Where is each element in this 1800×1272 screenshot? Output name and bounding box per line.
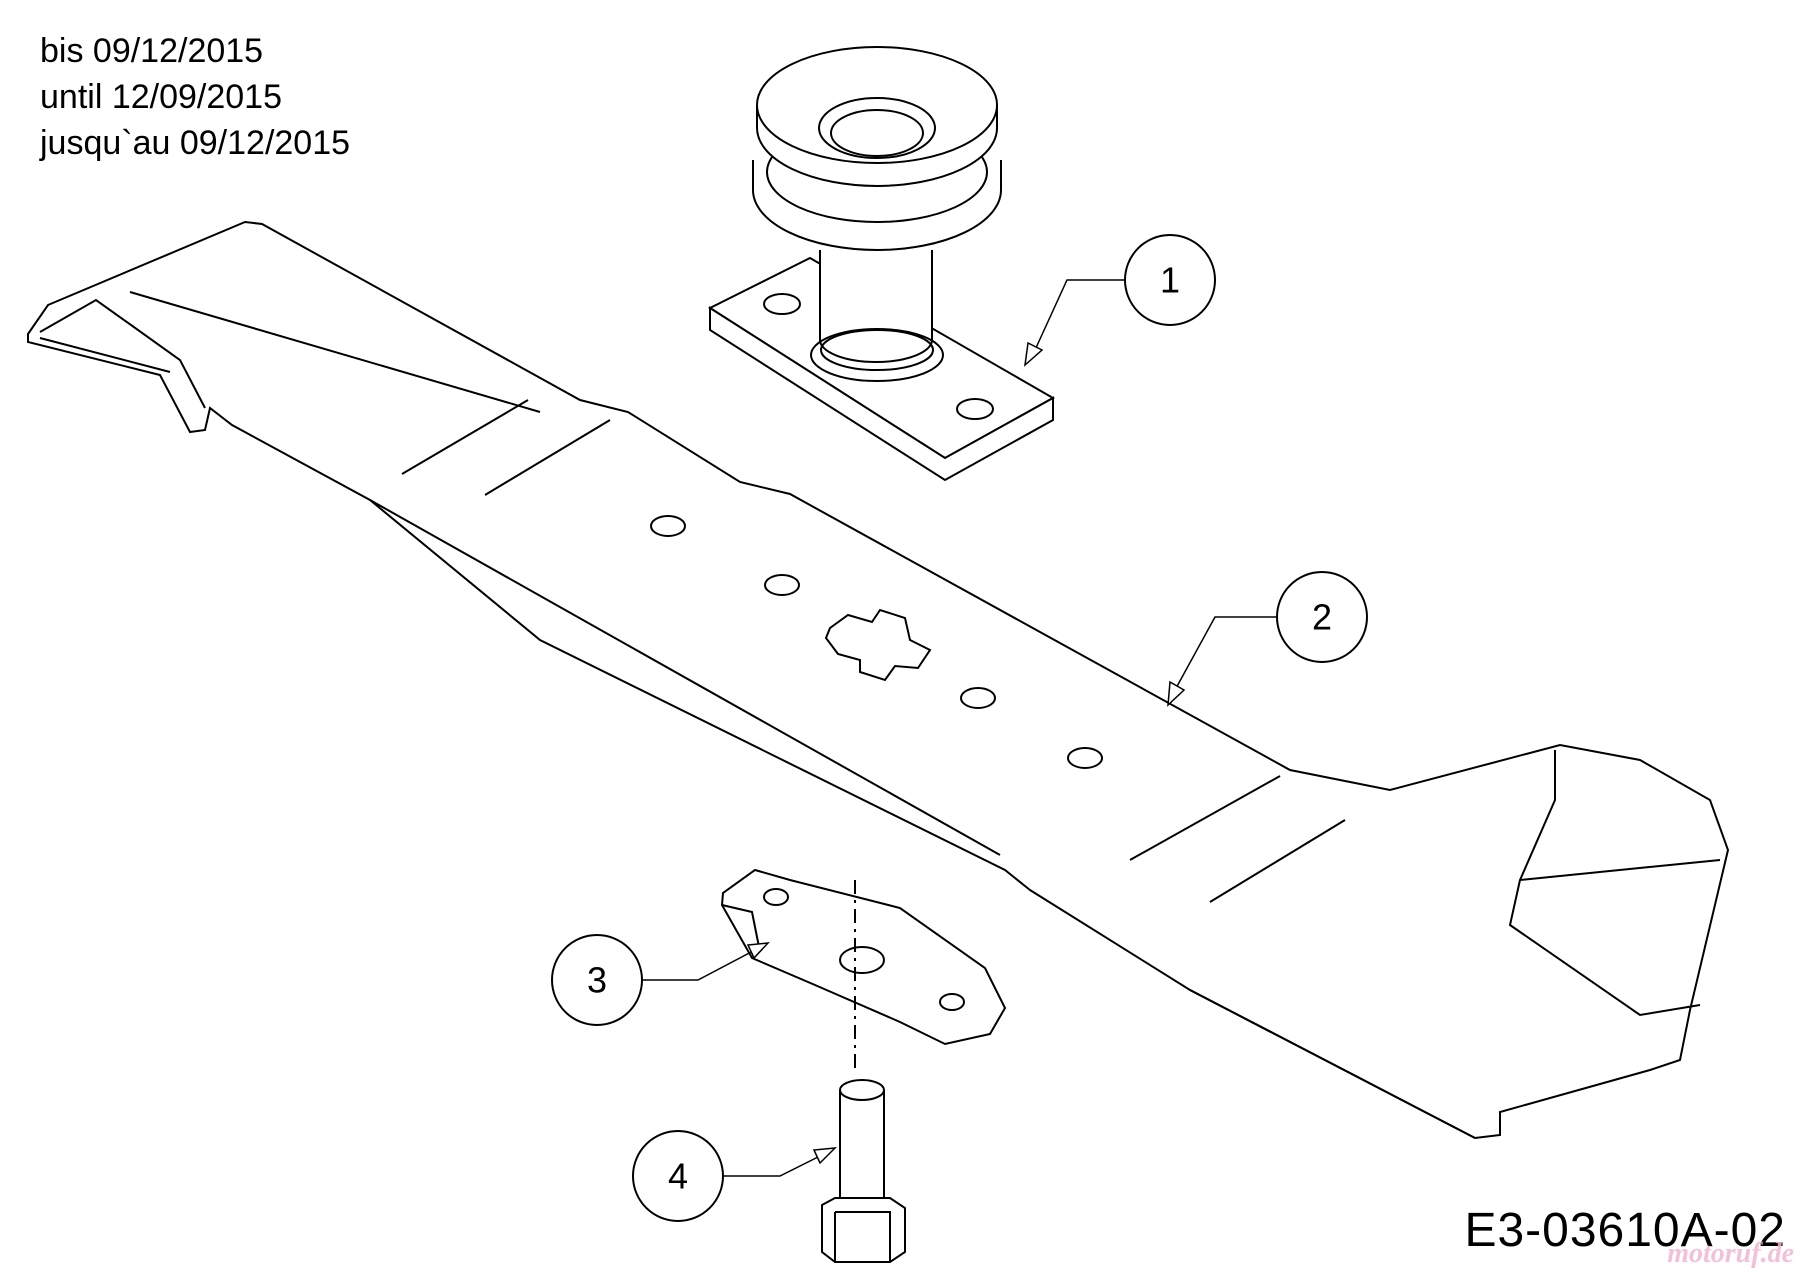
callout-1-number: 1	[1160, 260, 1180, 301]
callout-3[interactable]: 3	[551, 934, 770, 1026]
plate-hole-right	[956, 398, 994, 420]
blade-band-left-a	[401, 399, 529, 475]
drawing-code-label: E3-03610A-02	[1464, 1204, 1786, 1257]
blade-outline	[27, 220, 1730, 1140]
blade-band-right-a	[1129, 775, 1281, 861]
blade-hole-2	[764, 574, 800, 596]
callout-4[interactable]: 4	[632, 1130, 838, 1222]
callout-3-number: 3	[587, 960, 607, 1001]
callout-2-leader	[1174, 616, 1277, 691]
blade-right-lip	[1508, 750, 1701, 1017]
blade-bevel-left	[129, 291, 541, 413]
validity-line-fr: jusqu`au 09/12/2015	[40, 124, 351, 162]
blade-hole-3	[960, 687, 996, 709]
validity-line-de: bis 09/12/2015	[40, 32, 264, 70]
spindle-base-plate-edge	[709, 306, 1054, 482]
pulley-hub-outer	[818, 97, 936, 159]
blade-band-right-b	[1209, 819, 1346, 903]
watermark-logo: motoruf.de	[1667, 1238, 1794, 1269]
blade-hole-1	[650, 515, 686, 537]
callout-4-number: 4	[668, 1156, 688, 1197]
spindle-collar-inner	[820, 329, 934, 371]
bolt-head	[821, 1197, 906, 1263]
callout-2-arrowhead	[1167, 680, 1186, 707]
callout-3-leader	[642, 949, 756, 981]
adapter-plate-edge	[721, 904, 761, 953]
callout-4-arrowhead	[812, 1147, 838, 1165]
blade-right-edge	[1189, 989, 1476, 1139]
blade-bevel-right	[1519, 859, 1721, 881]
validity-date-block: bis 09/12/2015 until 12/09/2015 jusqu`au…	[40, 28, 350, 166]
blade-hole-4	[1067, 747, 1103, 769]
blade-adapter-plate-drawing[interactable]	[720, 868, 1007, 1070]
callout-2[interactable]: 2	[1167, 571, 1368, 707]
blade-left-lip	[39, 298, 206, 409]
blade-lower-edge	[369, 499, 1001, 856]
callout-2-number: 2	[1312, 597, 1332, 638]
blade-center-star-hole	[824, 608, 932, 682]
pulley-hub-inner	[830, 109, 924, 157]
callout-1-arrowhead	[1023, 341, 1044, 367]
callout-3-arrowhead	[746, 942, 770, 960]
blade-band-left-b	[484, 419, 611, 496]
adapter-plate-stud-left	[763, 888, 789, 906]
adapter-plate-body	[720, 868, 1007, 1046]
adapter-plate-center-hole	[839, 946, 885, 974]
pulley-spindle-drawing[interactable]	[707, 46, 1056, 482]
bolt-head-face	[835, 1211, 891, 1262]
callout-4-leader	[723, 1154, 823, 1177]
bolt-shank	[839, 1090, 885, 1201]
adapter-plate-stud-right	[939, 993, 965, 1011]
hex-bolt-drawing[interactable]	[821, 1079, 906, 1263]
validity-line-en: until 12/09/2015	[40, 78, 282, 116]
spindle-tube	[819, 250, 933, 363]
callout-1[interactable]: 1	[1023, 234, 1216, 367]
mower-blade-drawing[interactable]	[27, 220, 1730, 1140]
pulley-top-face	[756, 46, 998, 164]
plate-hole-left	[763, 293, 801, 315]
callout-1-leader	[1034, 279, 1125, 351]
blade-left-tip-inner	[39, 337, 171, 373]
bolt-tip	[839, 1079, 885, 1101]
